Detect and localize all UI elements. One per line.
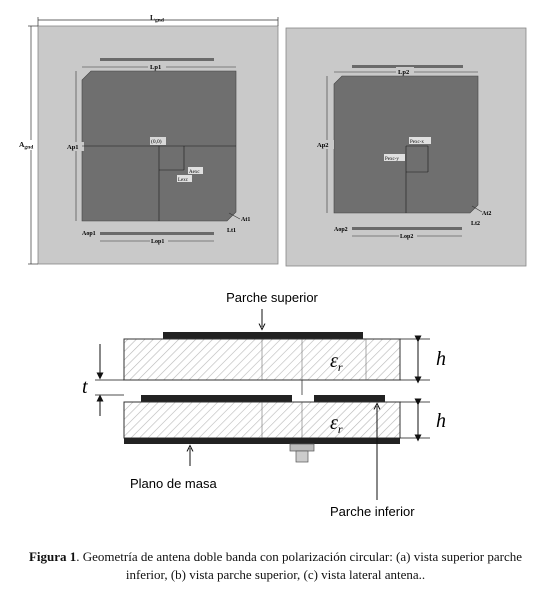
plan-views: Lgnd Agnd Lp1 Ap1 (0,0) Aexc Lexc At1 Lt… — [18, 13, 527, 267]
upper-strip-right — [352, 65, 463, 68]
t-label: t — [82, 376, 88, 398]
lp1-label: Lp1 — [150, 64, 161, 71]
upper-patch — [163, 332, 363, 339]
top-patch-label: Parche superior — [226, 290, 318, 305]
lower-strip-left — [100, 232, 214, 235]
lower-patch-left — [141, 395, 292, 402]
ap2-label: Ap2 — [317, 142, 329, 149]
at1-label: At1 — [241, 217, 250, 223]
eps-upper: εr — [330, 350, 343, 374]
figure-caption: Figura 1. Geometría de antena doble band… — [10, 548, 541, 584]
pexc-x-label: Pexc-x — [410, 140, 424, 145]
lgnd-label: Lgnd — [150, 13, 164, 24]
figure-label: Figura 1 — [28, 549, 77, 564]
h-lower: h — [436, 410, 446, 432]
lower-patch-label: Parche inferior — [330, 504, 415, 519]
lexc-label: Lexc — [178, 178, 189, 183]
lop2-label: Lop2 — [400, 234, 413, 240]
eps-lower: εr — [330, 412, 343, 436]
aop1-label: Aop1 — [82, 231, 96, 237]
aexc-label: Aexc — [189, 170, 200, 175]
lop1-label: Lop1 — [151, 239, 164, 245]
lt1-label: Lt1 — [227, 228, 236, 234]
lp2-label: Lp2 — [398, 69, 409, 76]
h-upper: h — [436, 348, 446, 370]
lower-strip-right — [352, 227, 462, 230]
coax-pin — [295, 450, 309, 463]
coax-connector — [289, 443, 315, 452]
side-view: Parche superior εr h t εr h Plano de mas… — [82, 290, 446, 519]
at2-label: At2 — [482, 211, 491, 217]
ground-plane — [124, 438, 400, 444]
ap1-label: Ap1 — [67, 144, 79, 151]
ground-label: Plano de masa — [130, 476, 217, 491]
caption-text: . Geometría de antena doble banda con po… — [76, 549, 523, 582]
lower-patch-right — [314, 395, 385, 402]
upper-strip-left — [100, 58, 214, 61]
origin-label: (0,0) — [151, 138, 162, 145]
aop2-label: Aop2 — [334, 227, 348, 233]
patch-right — [333, 75, 479, 214]
lt2-label: Lt2 — [471, 221, 480, 227]
agnd-label: Agnd — [19, 140, 33, 151]
pexc-y-label: Pexc-y — [385, 157, 399, 162]
